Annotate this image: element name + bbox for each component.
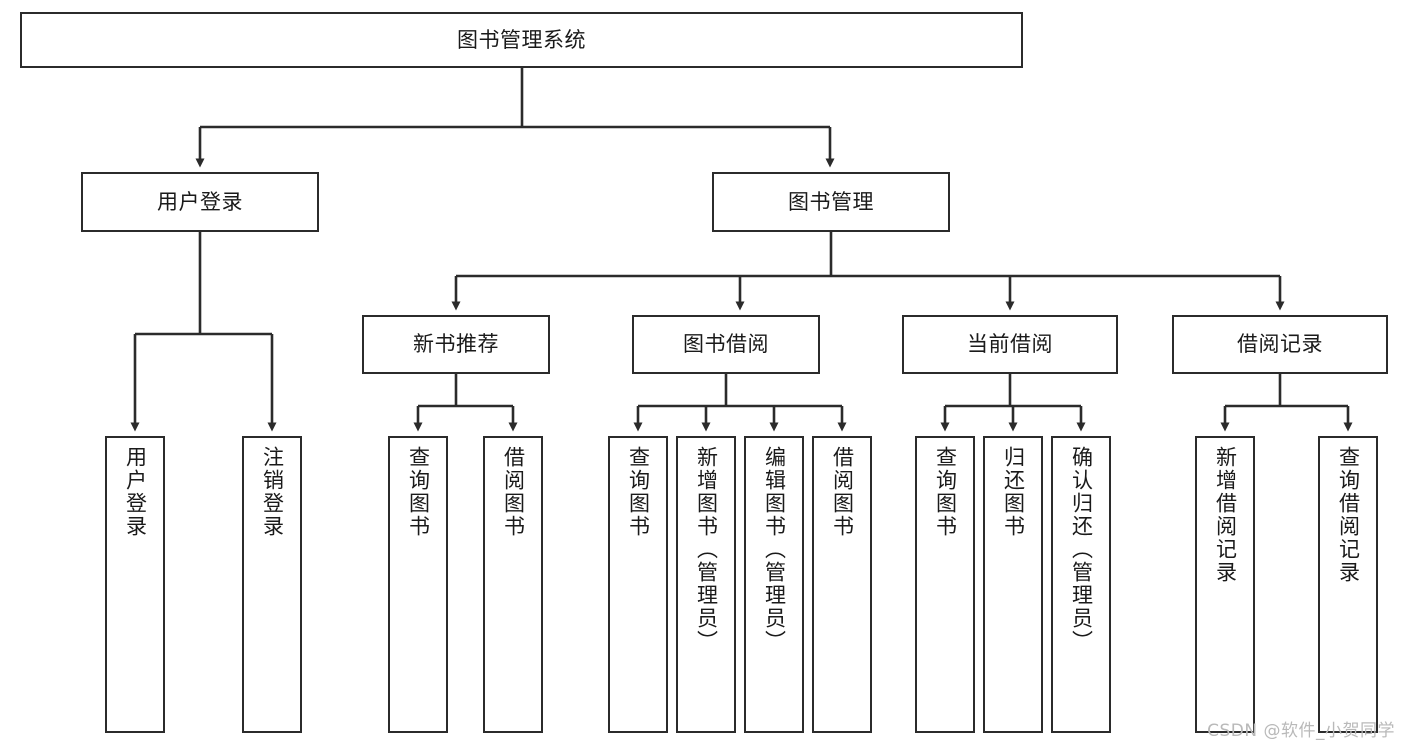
node-book-management[interactable]: 图书管理 [712, 172, 950, 232]
leaf-edit-book-admin[interactable]: 编辑图书（管理员） [744, 436, 804, 733]
node-root[interactable]: 图书管理系统 [20, 12, 1023, 68]
node-borrow-record-label: 借阅记录 [1237, 332, 1323, 357]
leaf-borrow-book-label: 借阅图书 [830, 446, 855, 538]
leaf-query-book-current[interactable]: 查询图书 [915, 436, 975, 733]
leaf-confirm-return-admin-label: 确认归还（管理员） [1069, 446, 1094, 653]
leaf-user-login[interactable]: 用户登录 [105, 436, 165, 733]
leaf-logout-login-label: 注销登录 [260, 446, 285, 538]
node-book-management-label: 图书管理 [788, 189, 874, 214]
node-current-borrow[interactable]: 当前借阅 [902, 315, 1118, 374]
leaf-logout-login[interactable]: 注销登录 [242, 436, 302, 733]
leaf-user-login-label: 用户登录 [123, 446, 148, 538]
leaf-add-book-admin-label: 新增图书（管理员） [694, 446, 719, 653]
leaf-query-book-borrow-label: 查询图书 [626, 446, 651, 538]
leaf-query-book-borrow[interactable]: 查询图书 [608, 436, 668, 733]
node-borrow-record[interactable]: 借阅记录 [1172, 315, 1388, 374]
leaf-return-book[interactable]: 归还图书 [983, 436, 1043, 733]
node-user-login[interactable]: 用户登录 [81, 172, 319, 232]
leaf-return-book-label: 归还图书 [1001, 446, 1026, 538]
leaf-add-book-admin[interactable]: 新增图书（管理员） [676, 436, 736, 733]
leaf-add-borrow-record-label: 新增借阅记录 [1213, 446, 1238, 584]
leaf-query-book-recommend-label: 查询图书 [406, 446, 431, 538]
node-book-borrow-label: 图书借阅 [683, 332, 769, 357]
leaf-add-borrow-record[interactable]: 新增借阅记录 [1195, 436, 1255, 733]
leaf-edit-book-admin-label: 编辑图书（管理员） [762, 446, 787, 653]
leaf-borrow-book-recommend[interactable]: 借阅图书 [483, 436, 543, 733]
leaf-query-borrow-record[interactable]: 查询借阅记录 [1318, 436, 1378, 733]
leaf-query-book-current-label: 查询图书 [933, 446, 958, 538]
leaf-confirm-return-admin[interactable]: 确认归还（管理员） [1051, 436, 1111, 733]
node-book-borrow[interactable]: 图书借阅 [632, 315, 820, 374]
node-user-login-label: 用户登录 [157, 189, 243, 214]
watermark: CSDN @软件_小贺同学 [1207, 721, 1395, 741]
node-root-label: 图书管理系统 [457, 27, 586, 52]
node-current-borrow-label: 当前借阅 [967, 332, 1053, 357]
node-new-book-recommend[interactable]: 新书推荐 [362, 315, 550, 374]
leaf-borrow-book-recommend-label: 借阅图书 [501, 446, 526, 538]
leaf-query-borrow-record-label: 查询借阅记录 [1336, 446, 1361, 584]
leaf-query-book-recommend[interactable]: 查询图书 [388, 436, 448, 733]
leaf-borrow-book[interactable]: 借阅图书 [812, 436, 872, 733]
node-new-book-recommend-label: 新书推荐 [413, 332, 499, 357]
